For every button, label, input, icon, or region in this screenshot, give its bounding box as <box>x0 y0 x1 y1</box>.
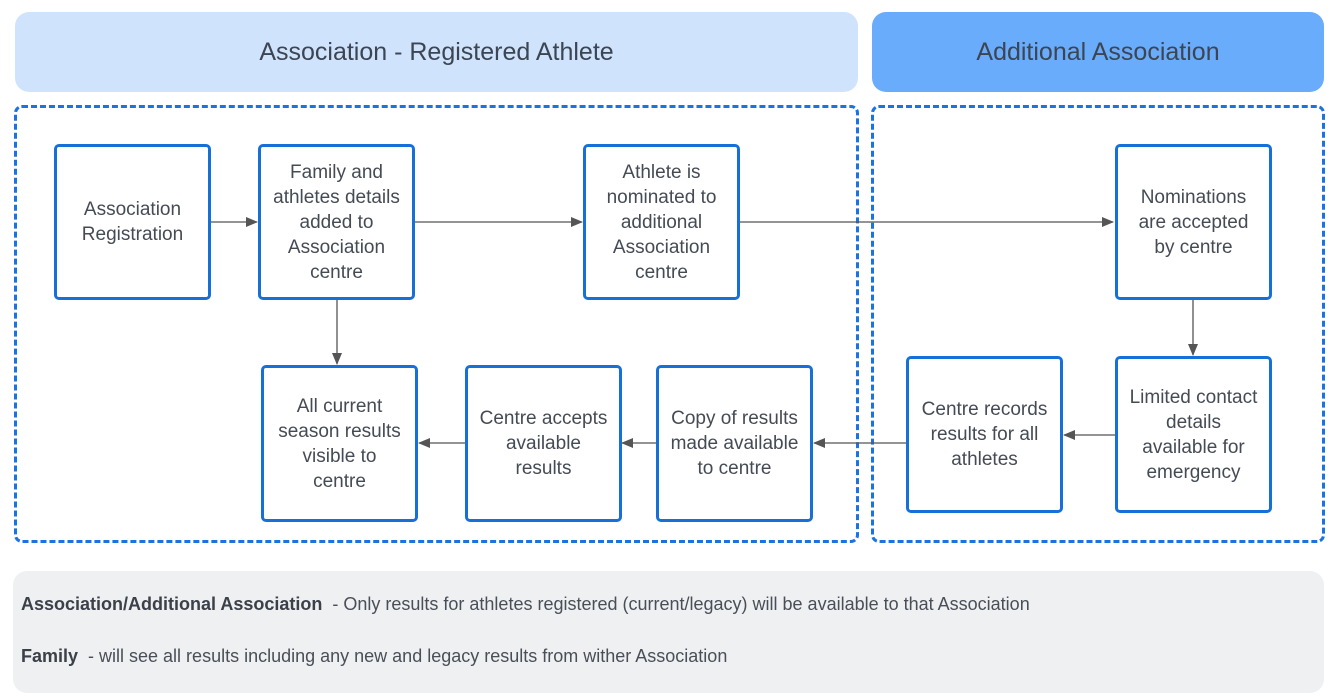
group-association-registered-athlete <box>14 105 859 543</box>
box-nominations-accepted: Nominations are accepted by centre <box>1115 144 1272 300</box>
box-centre-accepts-results: Centre accepts available results <box>465 365 622 522</box>
header-additional-association: Additional Association <box>872 12 1324 92</box>
box-centre-records-results: Centre records results for all athletes <box>906 356 1063 513</box>
legend-panel: Association/Additional Association - Onl… <box>13 571 1324 693</box>
box-association-registration: Association Registration <box>54 144 211 300</box>
header-right-label: Additional Association <box>976 37 1220 66</box>
legend-description: - Only results for athletes registered (… <box>322 594 1030 614</box>
legend-item-family: Family - will see all results including … <box>21 646 727 667</box>
box-copy-of-results: Copy of results made available to centre <box>656 365 813 522</box>
box-family-details-added: Family and athletes details added to Ass… <box>258 144 415 300</box>
legend-term: Family <box>21 646 79 666</box>
box-all-current-season-results: All current season results visible to ce… <box>261 365 418 522</box>
box-athlete-nominated: Athlete is nominated to additional Assoc… <box>583 144 740 300</box>
legend-term: Association/Additional Association <box>21 594 323 614</box>
header-left-label: Association - Registered Athlete <box>259 37 614 66</box>
group-additional-association <box>871 105 1325 543</box>
legend-description: - will see all results including any new… <box>78 646 728 666</box>
header-association-registered-athlete: Association - Registered Athlete <box>15 12 858 92</box>
box-limited-contact-details: Limited contact details available for em… <box>1115 356 1272 513</box>
legend-item-association: Association/Additional Association - Onl… <box>21 594 1030 615</box>
